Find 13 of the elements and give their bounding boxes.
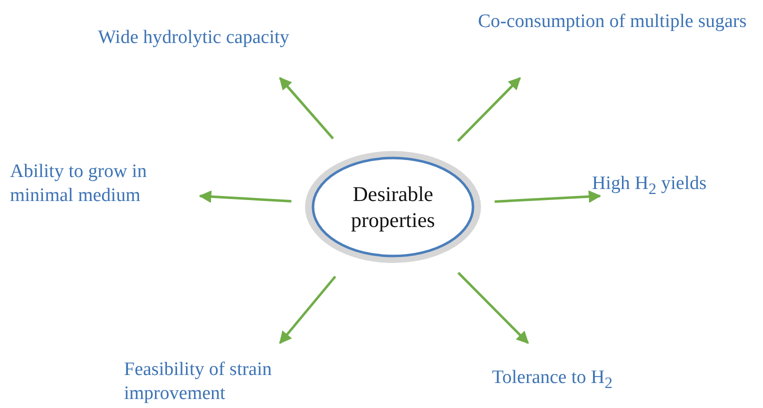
arrow [279,276,336,344]
arrow [494,190,602,203]
property-label: Wide hydrolytic capacity [98,26,290,50]
property-label: Co-consumption of multiple sugars [478,10,748,34]
property-label: Feasibility of strain improvement [124,358,273,406]
property-label: Ability to grow in minimal medium [10,160,148,208]
arrow [457,272,529,344]
property-label: High H$_{2}$ yields [592,172,708,200]
arrow [457,77,521,142]
arrow [279,77,334,140]
arrow [198,190,292,203]
property-label: Tolerance to H$_{2}$ [492,366,614,394]
center-label: Desirable properties [350,181,436,233]
